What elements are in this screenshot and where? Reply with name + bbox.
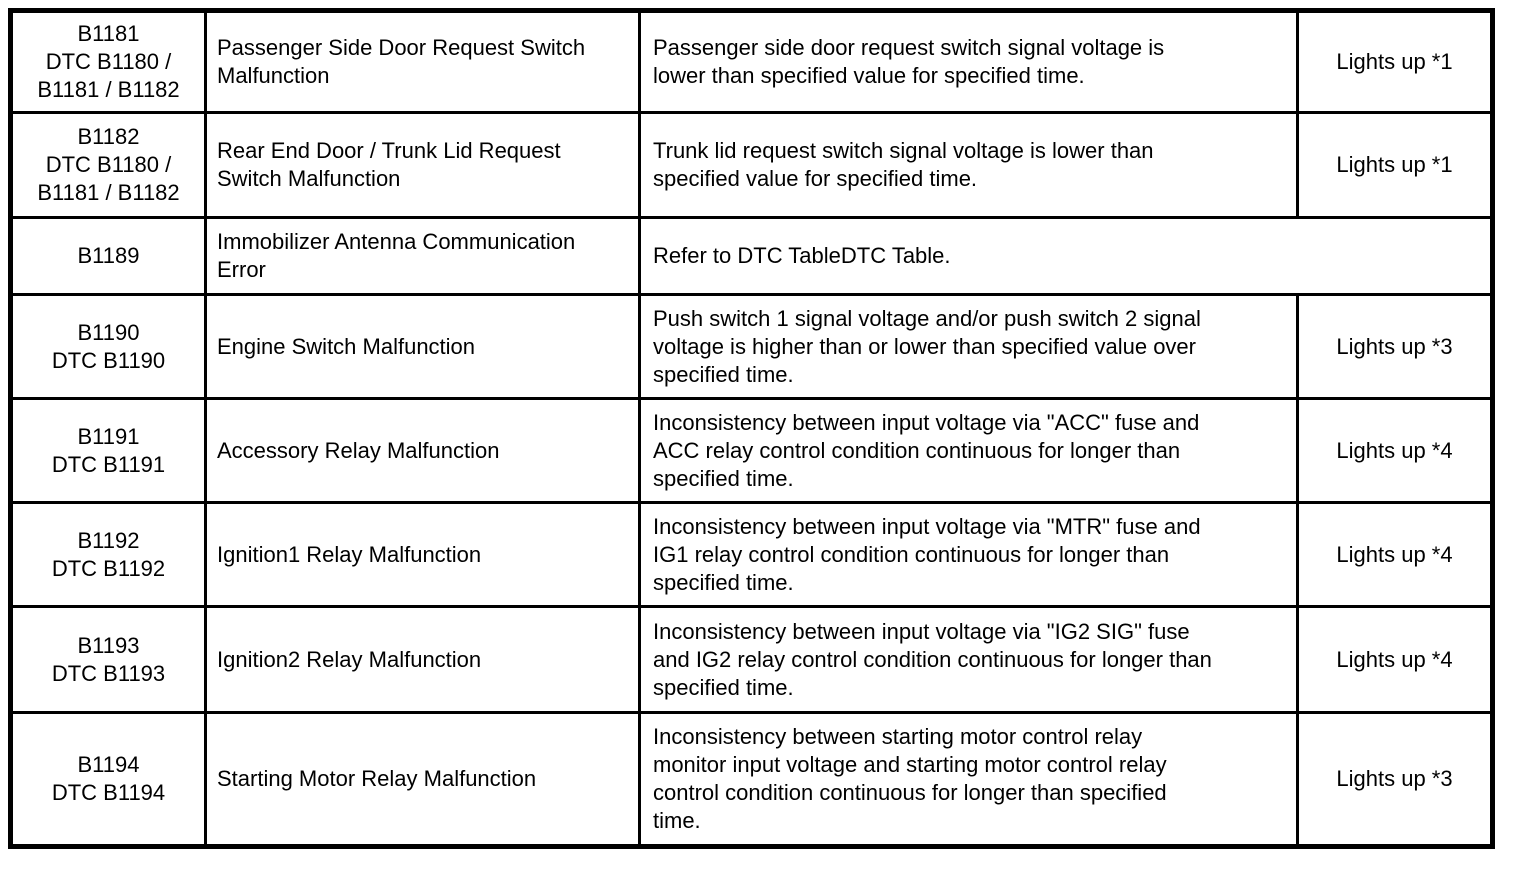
warning-light-cell: Lights up *3 xyxy=(1296,711,1494,848)
dtc-code-cell: B1194 DTC B1194 xyxy=(9,711,207,848)
warning-light-cell: Lights up *1 xyxy=(1296,9,1494,114)
detection-condition-cell: Inconsistency between input voltage via … xyxy=(638,397,1299,504)
malfunction-name-cell: Rear End Door / Trunk Lid Request Switch… xyxy=(204,111,641,219)
table-row: B1182 DTC B1180 / B1181 / B1182 Rear End… xyxy=(9,111,1494,219)
malfunction-name-cell: Ignition1 Relay Malfunction xyxy=(204,501,641,608)
dtc-code-cell: B1181 DTC B1180 / B1181 / B1182 xyxy=(9,9,207,114)
dtc-code-cell: B1189 xyxy=(9,216,207,296)
detection-condition-cell: Trunk lid request switch signal voltage … xyxy=(638,111,1299,219)
table-row: B1193 DTC B1193 Ignition2 Relay Malfunct… xyxy=(9,605,1494,714)
detection-condition-cell: Inconsistency between input voltage via … xyxy=(638,501,1299,608)
warning-light-cell: Lights up *1 xyxy=(1296,111,1494,219)
warning-light-cell: Lights up *4 xyxy=(1296,397,1494,504)
dtc-table: B1181 DTC B1180 / B1181 / B1182 Passenge… xyxy=(8,8,1495,849)
dtc-code-cell: B1190 DTC B1190 xyxy=(9,293,207,400)
table-row: B1191 DTC B1191 Accessory Relay Malfunct… xyxy=(9,397,1494,504)
malfunction-name-cell: Immobilizer Antenna Communication Error xyxy=(204,216,641,296)
dtc-code-cell: B1191 DTC B1191 xyxy=(9,397,207,504)
warning-light-cell: Lights up *4 xyxy=(1296,501,1494,608)
table-row: B1181 DTC B1180 / B1181 / B1182 Passenge… xyxy=(9,9,1494,114)
table-row: B1192 DTC B1192 Ignition1 Relay Malfunct… xyxy=(9,501,1494,608)
malfunction-name-cell: Passenger Side Door Request Switch Malfu… xyxy=(204,9,641,114)
table-row: B1189 Immobilizer Antenna Communication … xyxy=(9,216,1494,296)
dtc-code-cell: B1182 DTC B1180 / B1181 / B1182 xyxy=(9,111,207,219)
page-content: B1181 DTC B1180 / B1181 / B1182 Passenge… xyxy=(8,8,1495,849)
table-row: B1194 DTC B1194 Starting Motor Relay Mal… xyxy=(9,711,1494,848)
detection-condition-cell: Passenger side door request switch signa… xyxy=(638,9,1299,114)
malfunction-name-cell: Engine Switch Malfunction xyxy=(204,293,641,400)
dtc-code-cell: B1193 DTC B1193 xyxy=(9,605,207,714)
detection-condition-cell: Push switch 1 signal voltage and/or push… xyxy=(638,293,1299,400)
malfunction-name-cell: Starting Motor Relay Malfunction xyxy=(204,711,641,848)
detection-condition-cell: Inconsistency between input voltage via … xyxy=(638,605,1299,714)
malfunction-name-cell: Ignition2 Relay Malfunction xyxy=(204,605,641,714)
dtc-code-cell: B1192 DTC B1192 xyxy=(9,501,207,608)
detection-condition-cell: Inconsistency between starting motor con… xyxy=(638,711,1299,848)
warning-light-cell: Lights up *4 xyxy=(1296,605,1494,714)
detection-condition-cell: Refer to DTC TableDTC Table. xyxy=(638,216,1494,296)
warning-light-cell: Lights up *3 xyxy=(1296,293,1494,400)
table-row: B1190 DTC B1190 Engine Switch Malfunctio… xyxy=(9,293,1494,400)
malfunction-name-cell: Accessory Relay Malfunction xyxy=(204,397,641,504)
